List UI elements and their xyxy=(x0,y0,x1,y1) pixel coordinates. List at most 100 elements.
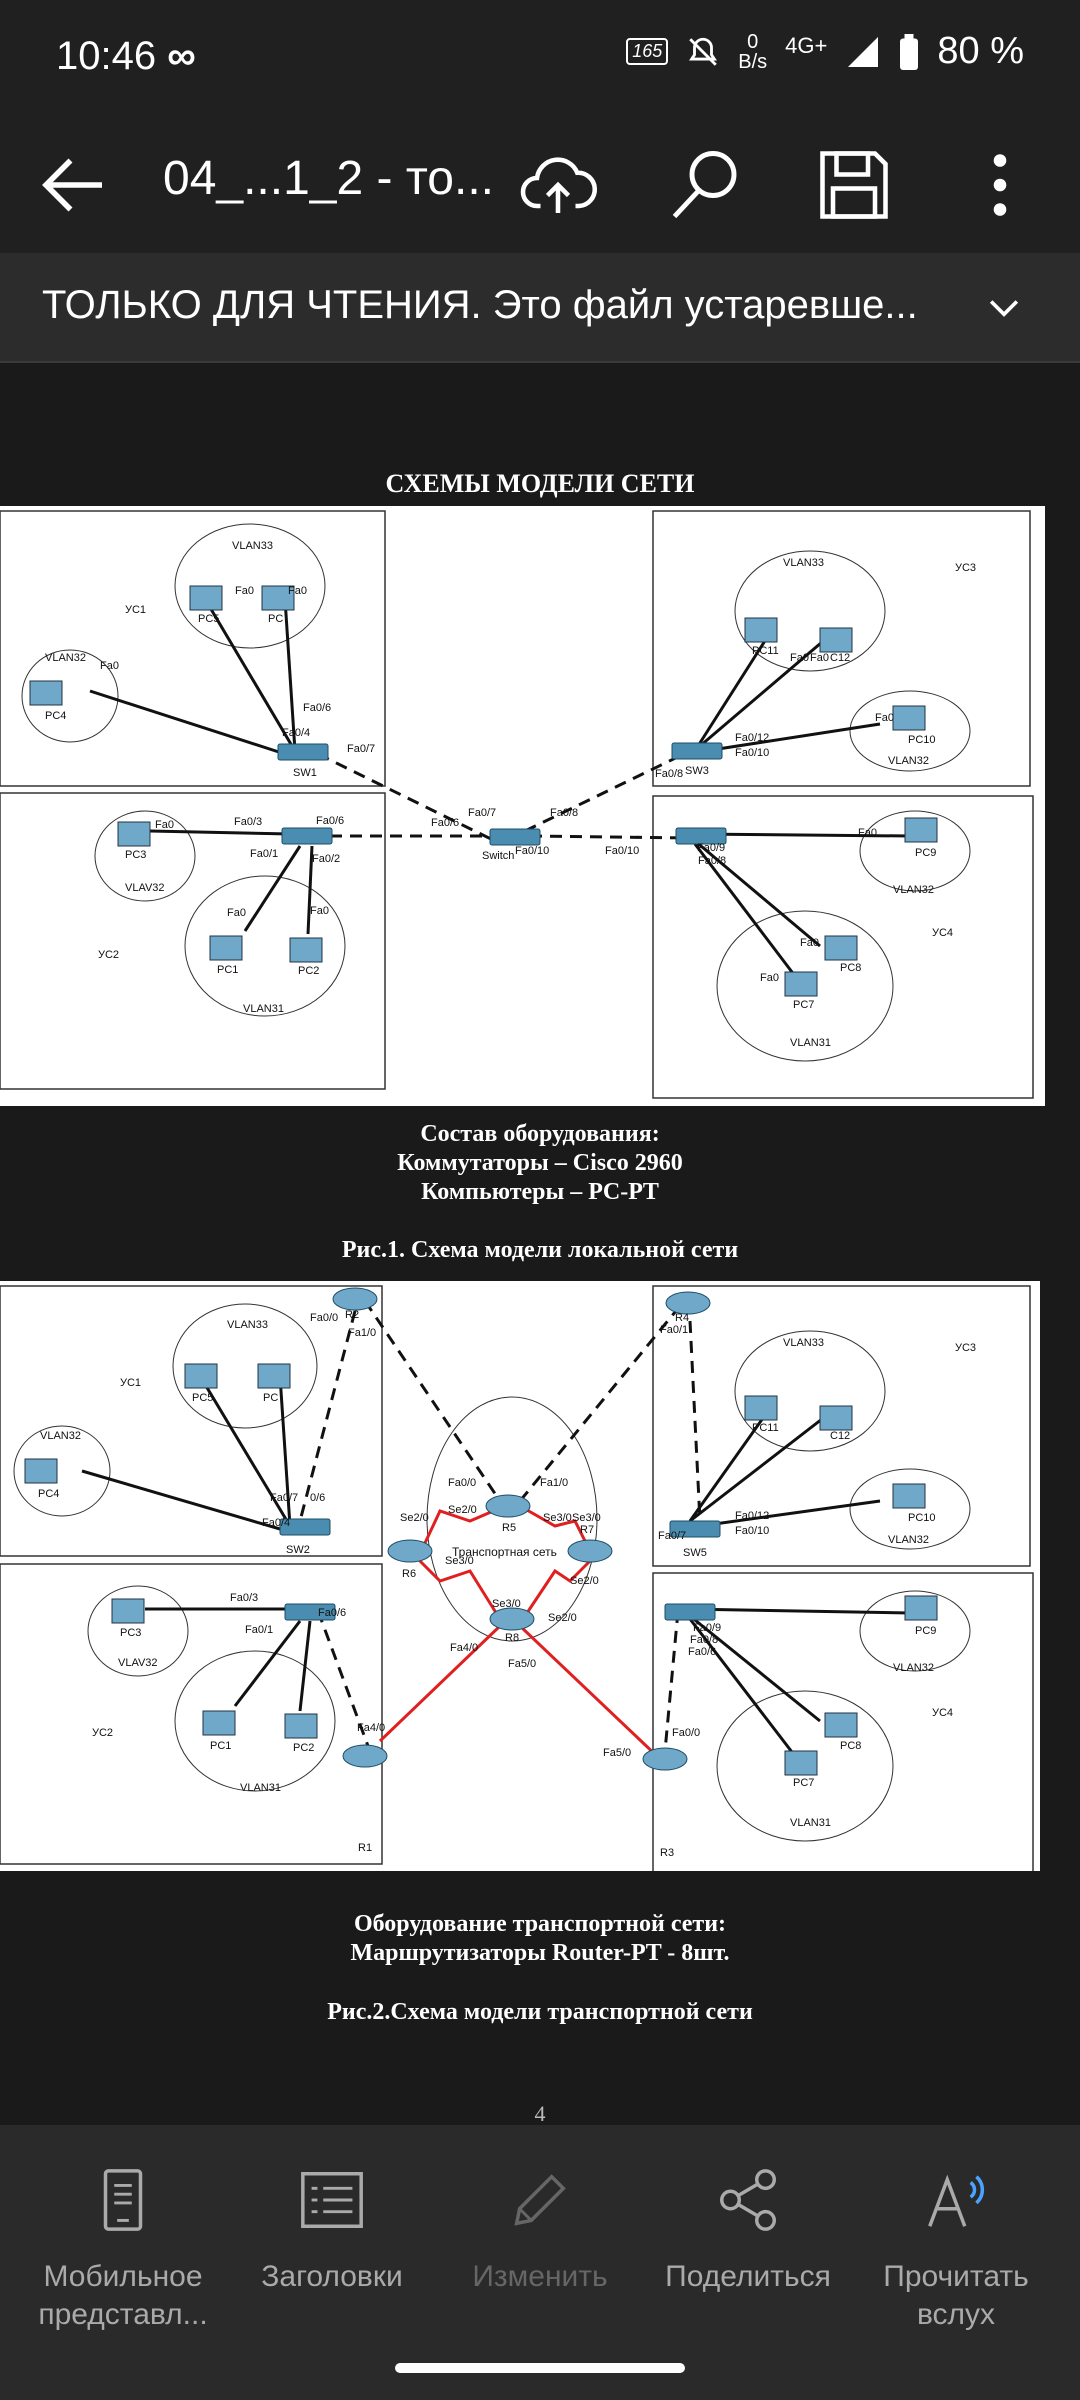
gesture-bar[interactable] xyxy=(395,2363,685,2373)
svg-text:R4: R4 xyxy=(675,1312,689,1324)
svg-text:Fa0/6: Fa0/6 xyxy=(316,815,344,827)
svg-text:SW5: SW5 xyxy=(683,1547,707,1559)
read-aloud-button[interactable]: Прочитать вслух xyxy=(848,2165,1064,2334)
fig2-title: Рис.2.Схема модели транспортной сети xyxy=(327,1999,753,2025)
svg-text:Switch: Switch xyxy=(482,850,514,862)
read-only-banner[interactable]: ТОЛЬКО ДЛЯ ЧТЕНИЯ. Это файл устаревше... xyxy=(0,253,1080,363)
svg-text:VLAN33: VLAN33 xyxy=(783,1337,824,1349)
svg-text:Fa5/0: Fa5/0 xyxy=(508,1658,536,1670)
svg-text:Fa0: Fa0 xyxy=(810,652,829,664)
svg-text:Fa0: Fa0 xyxy=(790,652,809,664)
svg-text:SW3: SW3 xyxy=(685,765,709,777)
svg-text:PC10: PC10 xyxy=(908,734,936,746)
svg-text:PC2: PC2 xyxy=(298,965,319,977)
svg-text:Fa0/12: Fa0/12 xyxy=(735,1510,769,1522)
svg-text:Fa0: Fa0 xyxy=(800,937,819,949)
svg-text:VLAN33: VLAN33 xyxy=(227,1319,268,1331)
svg-text:УС2: УС2 xyxy=(92,1727,113,1739)
more-vertical-icon[interactable] xyxy=(958,143,1042,227)
svg-text:VLAN31: VLAN31 xyxy=(240,1782,281,1794)
svg-text:Fa0/8: Fa0/8 xyxy=(698,855,726,867)
svg-text:Fa0/9: Fa0/9 xyxy=(697,842,725,854)
fig1-caption: Состав оборудования: Коммутаторы – Cisco… xyxy=(397,1121,683,1205)
mobile-view-button[interactable]: Мобильное представл... xyxy=(15,2165,231,2334)
svg-text:Fa0: Fa0 xyxy=(760,972,779,984)
share-icon xyxy=(720,2169,776,2231)
svg-text:Fa0/1: Fa0/1 xyxy=(660,1324,688,1336)
svg-text:Fa0/4: Fa0/4 xyxy=(282,727,310,739)
mobile-view-icon xyxy=(103,2169,143,2231)
svg-text:SW1: SW1 xyxy=(293,767,317,779)
headings-button[interactable]: Заголовки xyxy=(224,2165,440,2296)
edit-pencil-icon xyxy=(514,2174,566,2226)
cloud-upload-icon[interactable] xyxy=(516,143,600,227)
svg-text:PC3: PC3 xyxy=(120,1627,141,1639)
svg-text:R2: R2 xyxy=(345,1309,359,1321)
svg-text:PC4: PC4 xyxy=(38,1488,59,1500)
svg-text:Fa0/3: Fa0/3 xyxy=(234,816,262,828)
svg-text:Fa0/6: Fa0/6 xyxy=(303,702,331,714)
svg-text:УС3: УС3 xyxy=(955,1342,976,1354)
svg-text:VLAN32: VLAN32 xyxy=(45,652,86,664)
svg-text:Fa0: Fa0 xyxy=(288,585,307,597)
svg-text:Se2/0: Se2/0 xyxy=(448,1504,477,1516)
svg-text:PC9: PC9 xyxy=(915,847,936,859)
svg-text:УС2: УС2 xyxy=(98,949,119,961)
mute-bell-icon xyxy=(689,37,718,66)
svg-text:PC7: PC7 xyxy=(793,999,814,1011)
banner-text: ТОЛЬКО ДЛЯ ЧТЕНИЯ. Это файл устаревше... xyxy=(42,283,918,327)
page-number: 4 xyxy=(534,2101,546,2126)
svg-text:PC11: PC11 xyxy=(752,1422,779,1434)
svg-text:Fa0: Fa0 xyxy=(875,712,894,724)
svg-text:PC1: PC1 xyxy=(210,1740,231,1752)
svg-text:PC1: PC1 xyxy=(217,964,238,976)
svg-text:Fa0/10: Fa0/10 xyxy=(735,747,769,759)
svg-text:Fa0/9: Fa0/9 xyxy=(693,1622,721,1634)
svg-text:PC7: PC7 xyxy=(793,1777,814,1789)
svg-text:УС4: УС4 xyxy=(932,1707,953,1719)
svg-text:VLAN33: VLAN33 xyxy=(783,557,824,569)
document-page[interactable]: СХЕМЫ МОДЕЛИ СЕТИ xyxy=(0,363,1080,2126)
svg-text:Fa0/4: Fa0/4 xyxy=(262,1517,290,1529)
svg-text:VLAV32: VLAV32 xyxy=(125,882,165,894)
svg-text:Fa0/1: Fa0/1 xyxy=(245,1624,273,1636)
svg-text:Fa4/0: Fa4/0 xyxy=(450,1642,478,1654)
svg-text:УС3: УС3 xyxy=(955,562,976,574)
svg-text:Se2/0: Se2/0 xyxy=(400,1512,429,1524)
refresh-rate-badge: 165 xyxy=(626,38,669,65)
save-icon[interactable] xyxy=(812,143,896,227)
svg-text:Fa0/0: Fa0/0 xyxy=(672,1727,700,1739)
svg-text:PC3: PC3 xyxy=(125,849,146,861)
svg-text:Se3/0: Se3/0 xyxy=(543,1512,572,1524)
svg-text:VLAN31: VLAN31 xyxy=(243,1003,284,1015)
search-icon[interactable] xyxy=(664,143,748,227)
svg-text:Fa4/0: Fa4/0 xyxy=(357,1722,385,1734)
svg-text:Se2/0: Se2/0 xyxy=(570,1575,599,1587)
svg-text:VLAN31: VLAN31 xyxy=(790,1817,831,1829)
svg-text:Se3/0: Se3/0 xyxy=(445,1555,474,1567)
svg-text:R7: R7 xyxy=(580,1524,594,1536)
svg-text:PC8: PC8 xyxy=(840,1740,861,1752)
share-button[interactable]: Поделиться xyxy=(640,2165,856,2296)
svg-text:R6: R6 xyxy=(402,1568,416,1580)
edit-button[interactable]: Изменить xyxy=(432,2165,648,2296)
back-arrow-icon[interactable] xyxy=(32,143,116,227)
svg-text:PC5: PC5 xyxy=(198,613,219,625)
svg-text:Fa0: Fa0 xyxy=(227,907,246,919)
svg-text:PC11: PC11 xyxy=(752,645,779,657)
svg-text:Fa0/3: Fa0/3 xyxy=(230,1592,258,1604)
svg-text:R8: R8 xyxy=(505,1632,519,1644)
svg-text:Fa0/1: Fa0/1 xyxy=(250,848,278,860)
app-toolbar: 04_...1_2 - то... xyxy=(0,115,1080,255)
svg-text:PC8: PC8 xyxy=(840,962,861,974)
svg-text:УС1: УС1 xyxy=(125,604,146,616)
headings-icon xyxy=(301,2172,363,2228)
read-aloud-icon xyxy=(928,2174,985,2227)
svg-text:Fa0: Fa0 xyxy=(155,819,174,831)
svg-text:Fa1/0: Fa1/0 xyxy=(540,1477,568,1489)
svg-text:R5: R5 xyxy=(502,1522,516,1534)
svg-text:Fa0: Fa0 xyxy=(310,905,329,917)
chevron-down-icon[interactable] xyxy=(982,285,1026,329)
signal-icon xyxy=(848,36,879,67)
